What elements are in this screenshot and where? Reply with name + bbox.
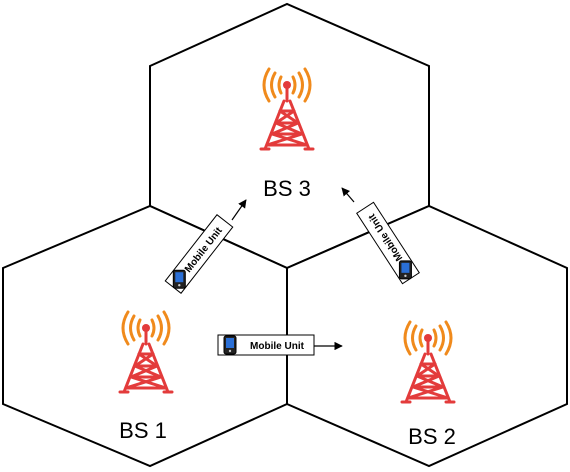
mobile-phone-icon xyxy=(398,260,412,280)
arrow-icon xyxy=(231,199,247,221)
mobile-phone-icon xyxy=(172,269,186,289)
mobile-unit-label: Mobile Unit xyxy=(250,341,305,352)
mobile-phone-icon xyxy=(223,335,237,355)
base-station-bs2: BS 2 xyxy=(400,320,456,449)
arrow-icon xyxy=(341,187,355,203)
mobile-unit-box xyxy=(217,334,315,356)
station-label-bs2: BS 2 xyxy=(408,424,456,449)
station-label-bs3: BS 3 xyxy=(263,176,311,201)
mobile-unit-to-bs2: Mobile Unit xyxy=(217,334,343,356)
station-label-bs1: BS 1 xyxy=(119,418,167,443)
base-station-bs1: BS 1 xyxy=(118,310,174,443)
base-station-bs3: BS 3 xyxy=(259,67,315,201)
